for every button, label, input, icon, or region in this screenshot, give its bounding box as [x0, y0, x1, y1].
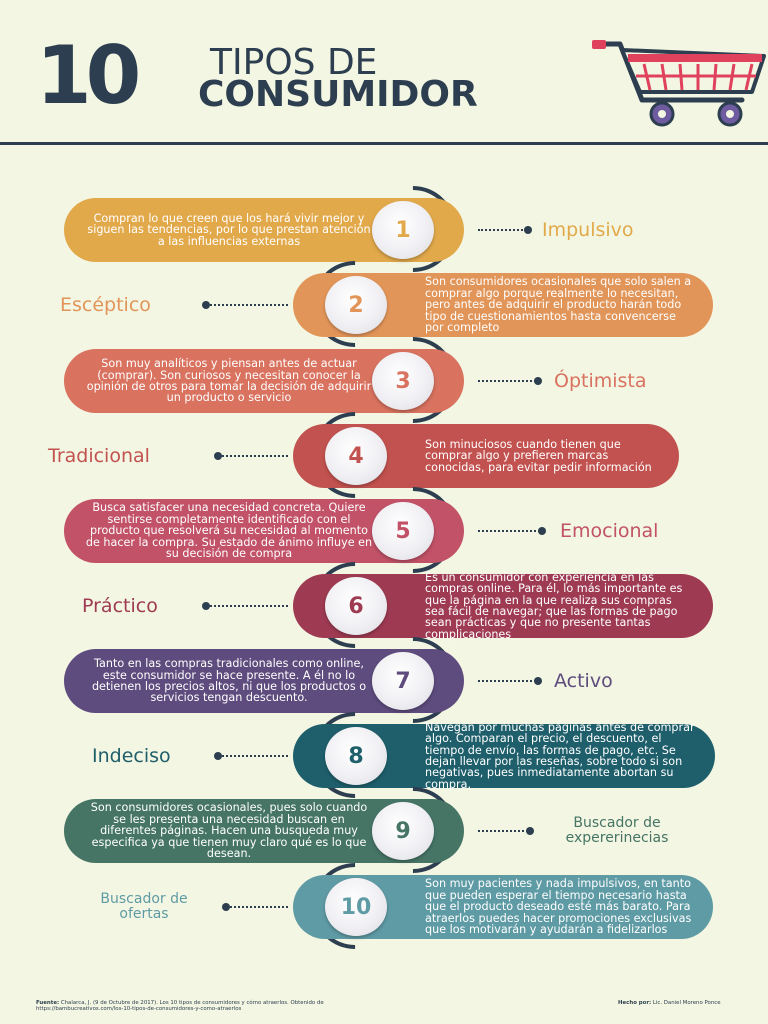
- consumer-row-2: Son consumidores ocasionales que solo sa…: [0, 243, 768, 365]
- header-divider: [0, 142, 768, 145]
- consumer-row-8: Navegan por muchas páginas antes de comp…: [0, 694, 768, 816]
- description-text: Tanto en las compras tradicionales como …: [91, 657, 367, 705]
- leader-dot: [534, 377, 542, 385]
- consumer-type-label: Indeciso: [92, 745, 171, 767]
- description-text: Busca satisfacer una necesidad concreta.…: [85, 501, 373, 561]
- leader-dot: [534, 677, 542, 685]
- number-badge: 2: [325, 276, 387, 334]
- leader-line: [478, 830, 528, 832]
- description-text: Son minuciosos cuando tienen que comprar…: [425, 437, 652, 474]
- leader-line: [206, 605, 288, 607]
- leader-line: [478, 530, 540, 532]
- consumer-row-3: Son muy analíticos y piensan antes de ac…: [0, 319, 768, 441]
- leader-dot: [524, 226, 532, 234]
- consumer-type-label: Impulsivo: [542, 219, 634, 241]
- description-text: Navegan por muchas páginas antes de comp…: [425, 720, 695, 791]
- author-label: Hecho por:: [618, 1000, 652, 1006]
- consumer-type-label: Escéptico: [60, 294, 151, 316]
- title-line-2: CONSUMIDOR: [198, 74, 478, 115]
- leader-line: [226, 906, 288, 908]
- consumer-row-6: Es un consumidor con experiencia en las …: [0, 544, 768, 666]
- consumer-type-label: Óptimista: [554, 370, 647, 392]
- number-badge: 6: [325, 577, 387, 635]
- shopping-cart-icon: [592, 40, 766, 127]
- leader-line: [478, 229, 526, 231]
- consumer-row-7: Tanto en las compras tradicionales como …: [0, 619, 768, 741]
- description-text: Son consumidores ocasionales, pues solo …: [90, 801, 368, 861]
- consumer-type-label: Buscador de ofertas: [100, 891, 188, 922]
- number-badge: 10: [325, 878, 387, 936]
- number-badge: 4: [325, 427, 387, 485]
- consumer-row-1: Compran lo que creen que los hará vivir …: [0, 168, 768, 290]
- number-badge: 3: [372, 352, 434, 410]
- title-line-1: TIPOS DE: [210, 42, 378, 83]
- consumer-row-9: Son consumidores ocasionales, pues solo …: [0, 769, 768, 891]
- leader-dot: [526, 827, 534, 835]
- consumer-row-4: Son minuciosos cuando tienen que comprar…: [0, 394, 768, 516]
- title-number: 10: [36, 29, 141, 122]
- consumer-row-5: Busca satisfacer una necesidad concreta.…: [0, 469, 768, 591]
- footer-source: Fuente: Chalarca, J. (9 de Octubre de 20…: [36, 1000, 356, 1013]
- consumer-type-label: Activo: [554, 670, 613, 692]
- leader-line: [218, 755, 288, 757]
- consumer-type-label: Emocional: [560, 520, 659, 542]
- source-text: Chalarca, J. (9 de Octubre de 2017). Los…: [36, 1000, 324, 1013]
- consumer-row-10: Son muy pacientes y nada impulsivos, en …: [0, 845, 768, 967]
- description-text: Son muy pacientes y nada impulsivos, en …: [425, 877, 692, 937]
- description-text: Son muy analíticos y piensan antes de ac…: [86, 357, 372, 405]
- footer-author: Hecho por: Lic. Daniel Moreno Ponce: [618, 1000, 758, 1006]
- description-text: Es un consumidor con experiencia en las …: [425, 570, 683, 641]
- description-text: Son consumidores ocasionales que solo sa…: [425, 275, 692, 335]
- leader-line: [478, 680, 536, 682]
- header: 10 TIPOS DE CONSUMIDOR: [0, 0, 768, 145]
- number-badge: 9: [372, 802, 434, 860]
- number-badge: 5: [372, 502, 434, 560]
- leader-line: [218, 455, 288, 457]
- number-badge: 8: [325, 727, 387, 785]
- consumer-type-label: Tradicional: [48, 445, 150, 467]
- source-label: Fuente:: [36, 1000, 60, 1006]
- leader-line: [206, 304, 288, 306]
- consumer-type-label: Buscador de expererinecias: [565, 815, 669, 846]
- description-text: Compran lo que creen que los hará vivir …: [87, 211, 371, 248]
- leader-dot: [538, 527, 546, 535]
- number-badge: 1: [372, 201, 434, 259]
- number-badge: 7: [372, 652, 434, 710]
- author-text: Lic. Daniel Moreno Ponce: [652, 1000, 721, 1006]
- leader-line: [478, 380, 536, 382]
- consumer-type-label: Práctico: [82, 595, 158, 617]
